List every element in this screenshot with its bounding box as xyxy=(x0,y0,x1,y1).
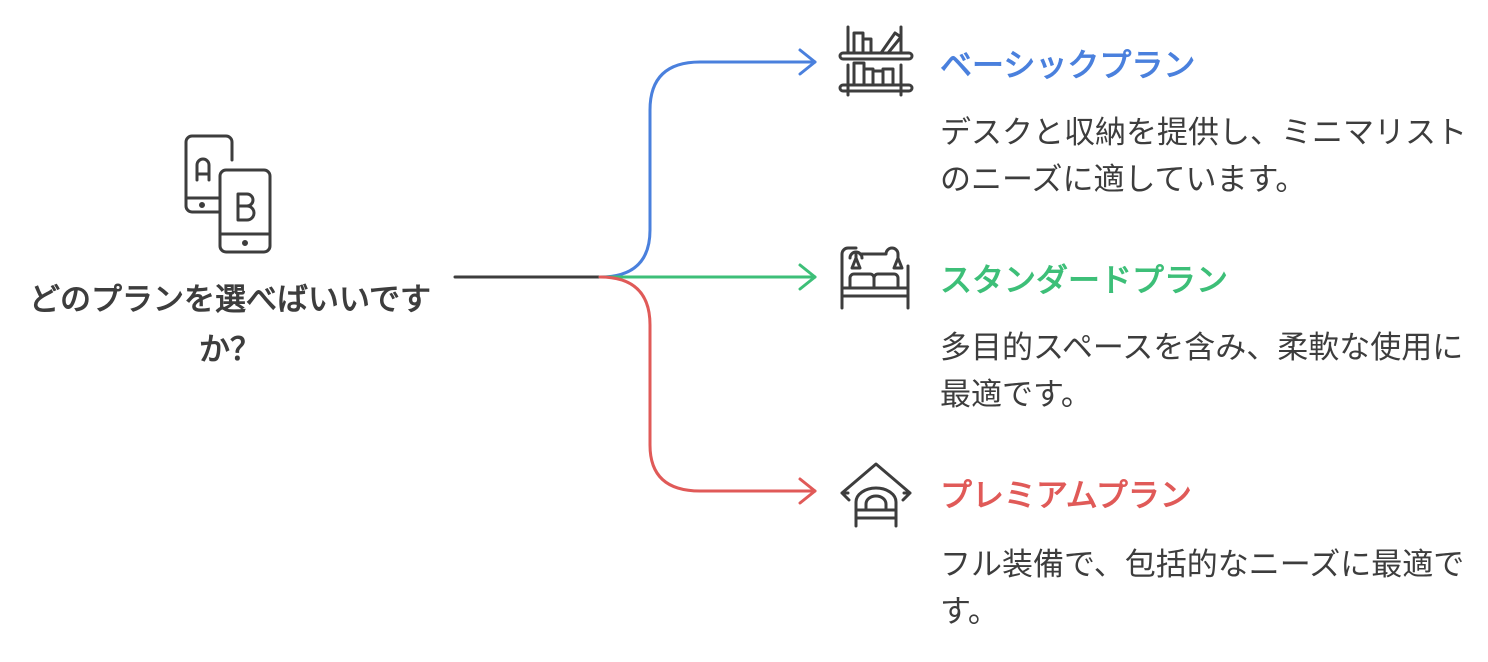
arrow-standard xyxy=(798,263,817,291)
branch-basic xyxy=(598,60,817,279)
bed-with-lamps-icon xyxy=(840,246,910,310)
option-description-standard: 多目的スペースを含み、柔軟な使用に最適です。 xyxy=(940,330,1464,413)
option-description-basic: デスクと収納を提供し、ミニマリストのニーズに適しています。 xyxy=(940,115,1467,198)
house-bed-icon xyxy=(840,462,912,528)
arrow-basic xyxy=(798,48,817,76)
branch-premium xyxy=(598,275,817,493)
arrow-premium xyxy=(798,477,817,505)
bookshelf-icon xyxy=(838,25,914,97)
option-title-basic: ベーシックプラン xyxy=(940,46,1196,84)
option-description-premium: フル装備で、包括的なニーズに最適です。 xyxy=(940,547,1465,630)
option-title-premium: プレミアムプラン xyxy=(940,476,1192,514)
question-text: どのプランを選べばいいですか？ xyxy=(28,282,432,368)
option-title-standard: スタンダードプラン xyxy=(940,261,1229,299)
ab-test-phones-icon xyxy=(184,134,272,254)
